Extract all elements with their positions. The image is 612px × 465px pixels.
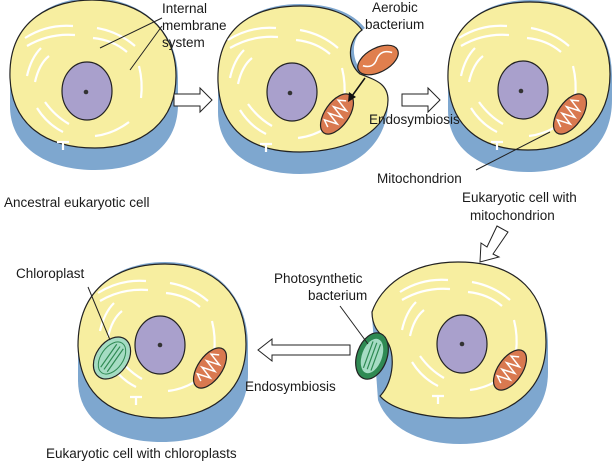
ancestral-cell	[9, 0, 178, 170]
label-eukaryotic-mito-2: mitochondrion	[470, 208, 555, 223]
label-mitochondrion: Mitochondrion	[377, 171, 462, 186]
mitochondrion	[492, 349, 528, 391]
label-internal-membrane-3: system	[162, 35, 205, 50]
arrow-left	[257, 337, 351, 363]
label-aerobic-2: bacterium	[365, 17, 424, 32]
mitochondrion	[552, 93, 588, 135]
mitochondrial-cell	[447, 0, 612, 172]
photosynthetic-engulfing-cell	[355, 261, 548, 444]
arrow-to-engulfing	[173, 86, 213, 114]
label-eukaryotic-mito-1: Eukaryotic cell with	[462, 190, 577, 205]
label-chloroplast: Chloroplast	[16, 266, 85, 281]
label-endosymbiosis-top: Endosymbiosis	[369, 112, 460, 127]
engulfing-cell	[217, 4, 399, 174]
arrow-to-mitochondrial	[401, 86, 441, 114]
label-internal-membrane-2: membrane	[162, 18, 227, 33]
mitochondrion	[192, 347, 228, 389]
photosynthetic-bacterium	[355, 332, 389, 380]
label-internal-membrane-1: Internal	[162, 1, 207, 16]
chloroplast-cell	[77, 262, 248, 442]
label-photosynthetic-1: Photosynthetic	[274, 271, 363, 286]
chloroplast	[92, 336, 132, 380]
label-ancestral-cell: Ancestral eukaryotic cell	[4, 195, 150, 210]
aerobic-bacterium	[357, 44, 399, 76]
label-photosynthetic-2: bacterium	[308, 288, 367, 303]
label-endosymbiosis-bottom: Endosymbiosis	[245, 379, 336, 394]
label-eukaryotic-chloro: Eukaryotic cell with chloroplasts	[46, 446, 237, 461]
label-aerobic-1: Aerobic	[372, 0, 418, 15]
arrow-down	[479, 225, 509, 263]
